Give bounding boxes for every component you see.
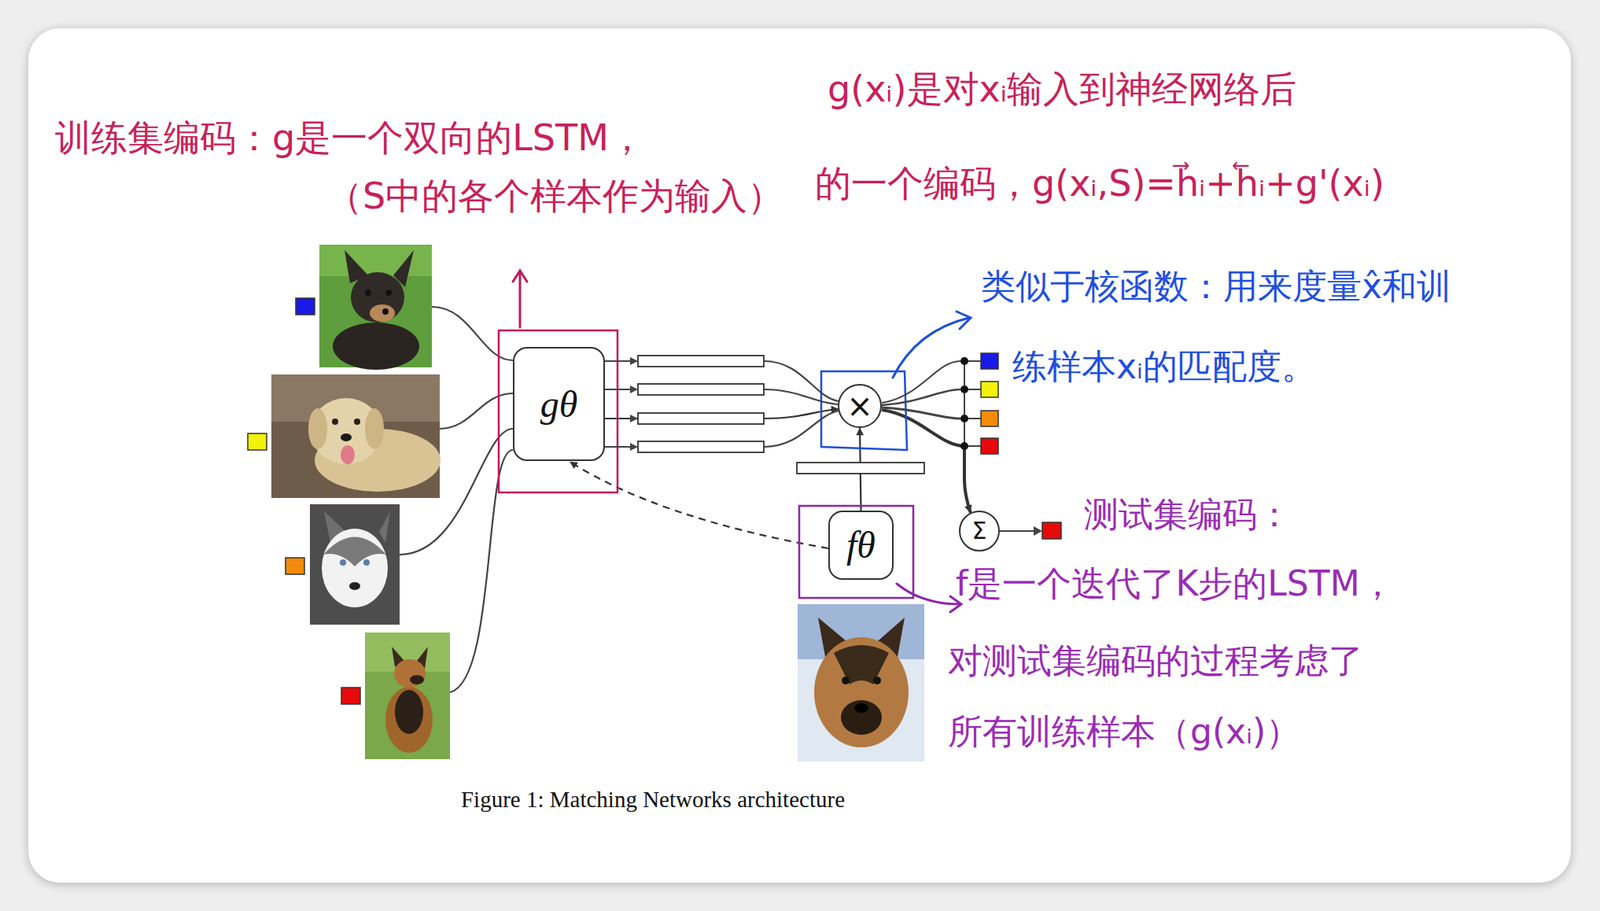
- dog-photo: [797, 604, 925, 762]
- handwritten-note: （S中的各个样本作为输入）: [326, 174, 784, 218]
- dog-photo: [364, 632, 450, 760]
- dog-photo: [271, 374, 441, 498]
- handwritten-note: 的一个编码，g(xᵢ,S)=h⃗ᵢ+h⃖ᵢ+g'(xᵢ): [814, 162, 1385, 206]
- class-square: [247, 433, 267, 450]
- class-square: [295, 298, 315, 315]
- annotation-box: [821, 371, 907, 450]
- annotation-box: [498, 330, 618, 493]
- handwritten-note: g(xᵢ)是对xᵢ输入到神经网络后: [827, 67, 1297, 111]
- class-square: [285, 557, 305, 575]
- node-label: Σ: [972, 519, 988, 543]
- handwritten-note: 类似于核函数：用来度量x̂和训: [980, 265, 1452, 308]
- node-label: fθ: [846, 526, 876, 565]
- handwritten-note: 测试集编码：: [1083, 494, 1292, 536]
- class-square: [1042, 522, 1062, 539]
- figure-caption: Figure 1: Matching Networks architecture: [460, 786, 845, 813]
- dog-photo: [309, 504, 400, 625]
- dog-photo: [319, 244, 432, 370]
- attention-wire: [881, 361, 1036, 531]
- class-square: [980, 381, 999, 398]
- handwritten-note: 对测试集编码的过程考虑了: [947, 640, 1364, 683]
- embedding-wire: [604, 361, 840, 447]
- input-wire: [399, 306, 513, 693]
- class-square: [980, 438, 999, 454]
- connector: [881, 409, 971, 513]
- class-square: [980, 353, 999, 369]
- handwritten-note: f是一个迭代了K步的LSTM，: [955, 563, 1395, 605]
- output-dot: [960, 357, 969, 450]
- node-label: ×: [846, 390, 874, 422]
- embedding-bar: [637, 355, 925, 474]
- connector: [570, 461, 829, 549]
- node-label: gθ: [540, 385, 579, 424]
- handwritten-note: 所有训练样本（g(xᵢ)）: [947, 711, 1301, 753]
- class-square: [980, 410, 999, 427]
- arrowhead: [630, 357, 638, 451]
- annotation-arrow: [512, 270, 971, 612]
- encoder-box: gθ: [512, 346, 605, 461]
- handwritten-note: 练样本xᵢ的匹配度。: [1012, 346, 1317, 388]
- operator-circle: ×: [837, 383, 882, 428]
- encoder-box: fθ: [828, 510, 894, 580]
- class-square: [341, 687, 361, 705]
- arrowhead: [1033, 526, 1043, 536]
- operator-circle: Σ: [958, 510, 1000, 552]
- handwritten-note: 训练集编码：g是一个双向的LSTM，: [55, 116, 646, 160]
